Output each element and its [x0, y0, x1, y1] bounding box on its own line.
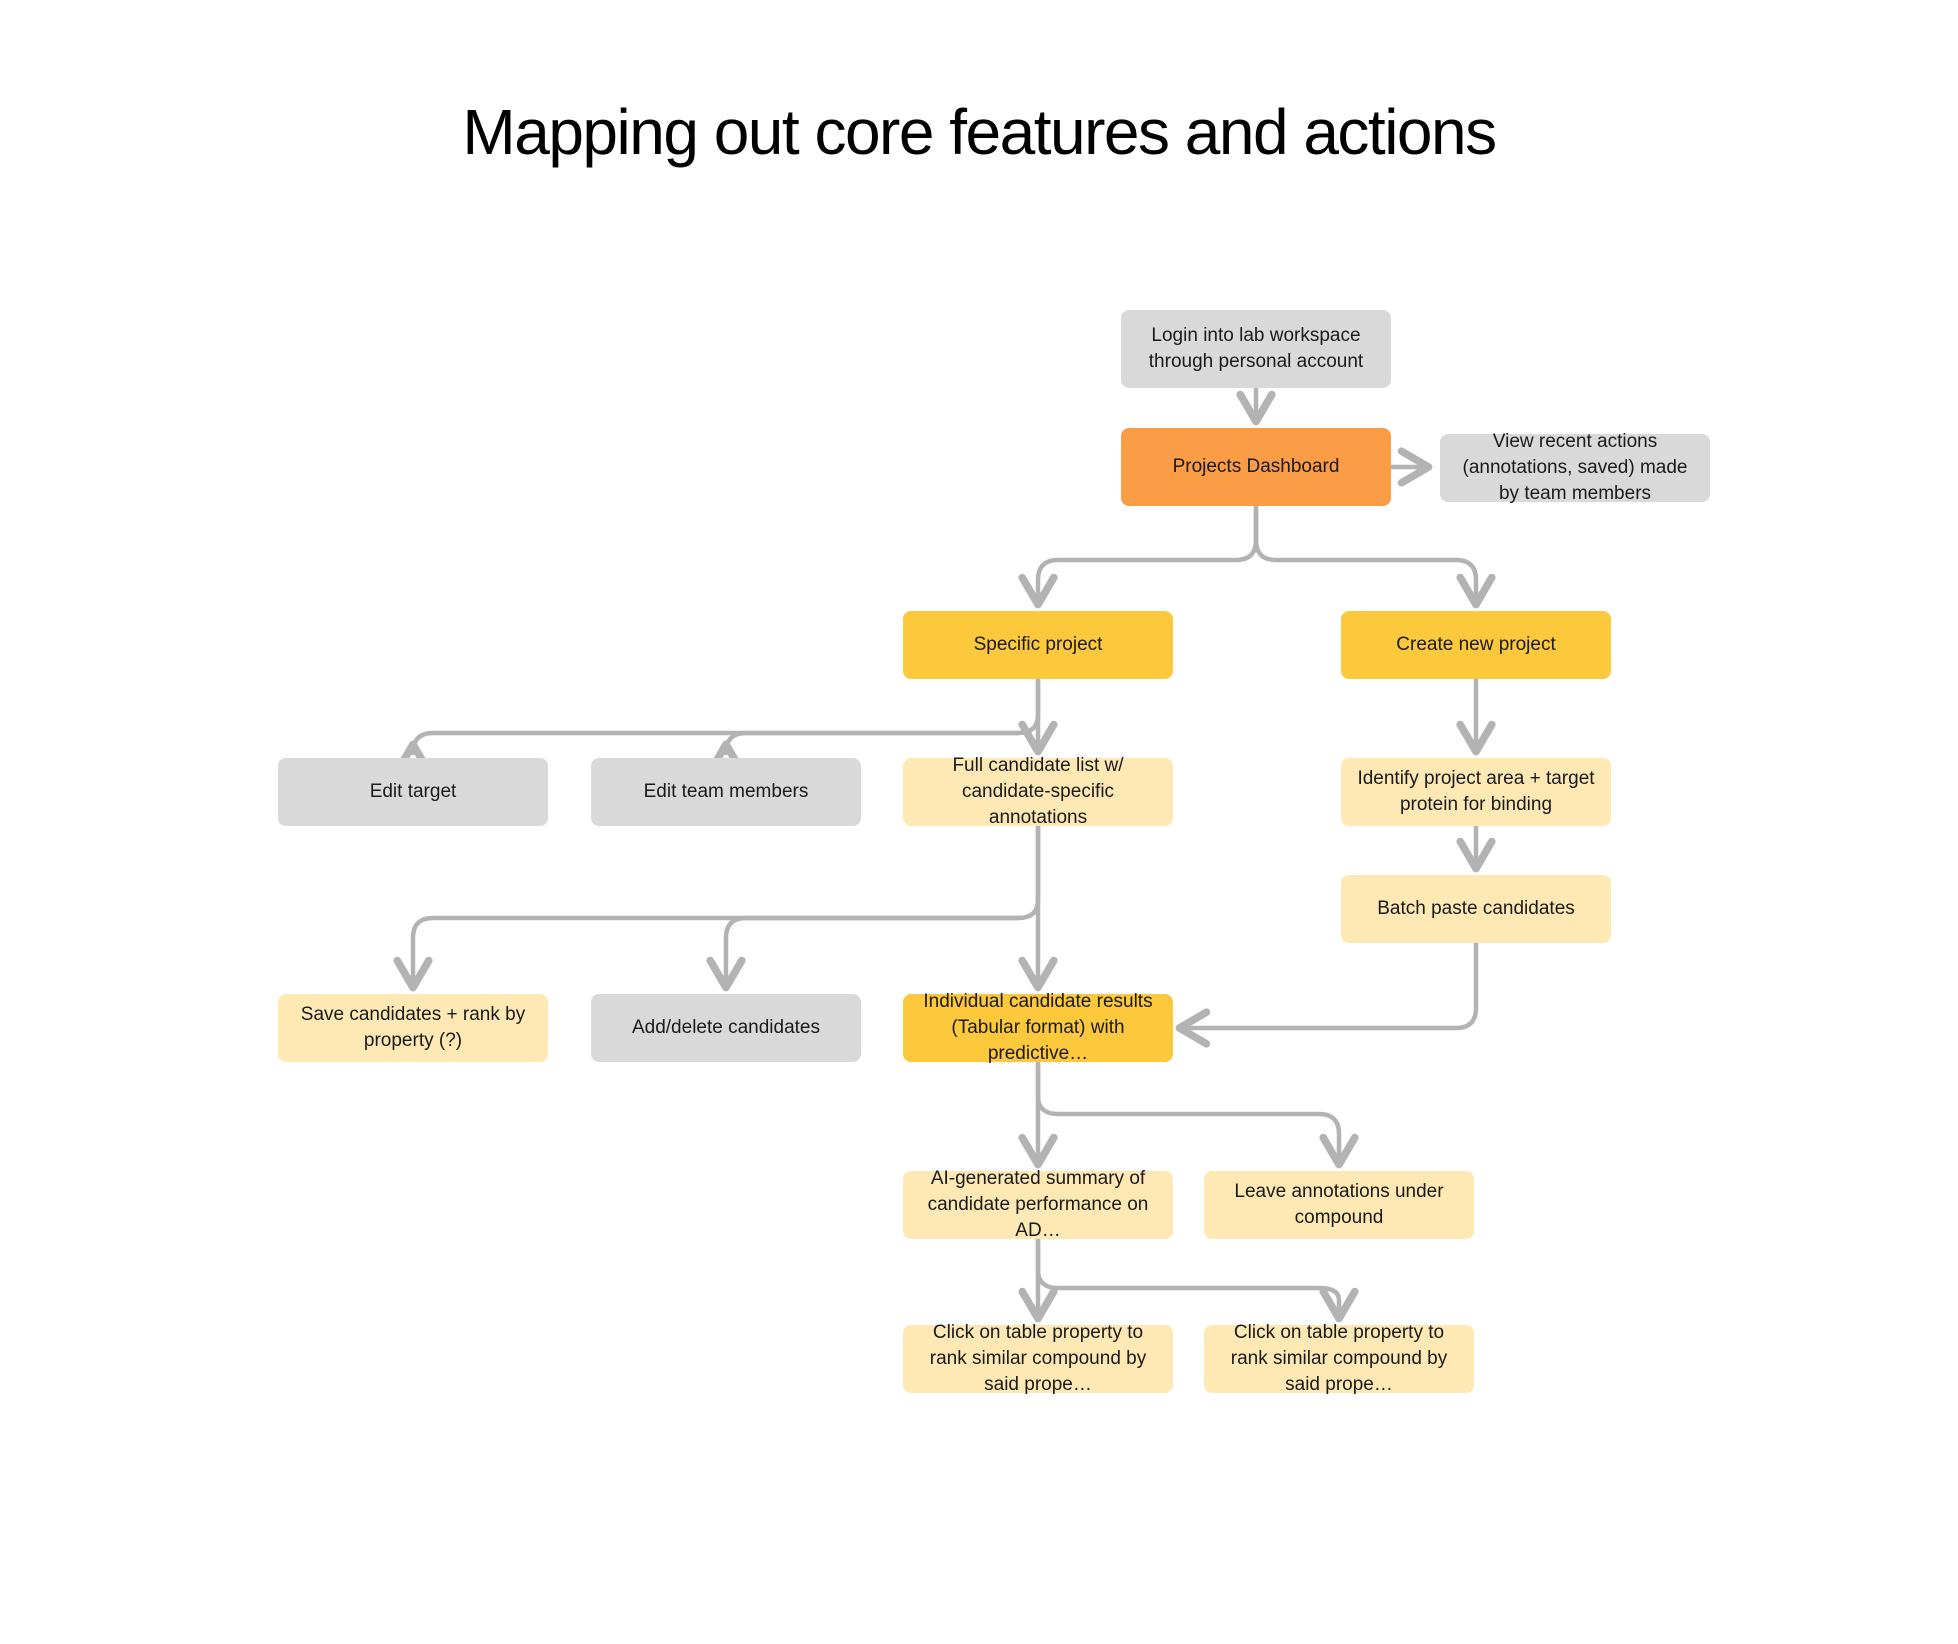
flow-node-leaveannot[interactable]: Leave annotations under compound — [1204, 1171, 1474, 1239]
flow-node-label: Leave annotations under compound — [1234, 1181, 1444, 1228]
flow-node-label: Click on table property to rank similar … — [1230, 1322, 1448, 1395]
flow-node-identify[interactable]: Identify project area + target protein f… — [1341, 758, 1611, 826]
flow-node-login[interactable]: Login into lab workspace through persona… — [1121, 310, 1391, 388]
edge-specific-to-edittarget — [393, 676, 1041, 776]
edge-specific-to-editteam — [706, 712, 1041, 776]
flow-node-specific[interactable]: Specific project — [903, 611, 1173, 679]
flow-node-createnew[interactable]: Create new project — [1341, 611, 1611, 679]
flow-node-ranksimilar2[interactable]: Click on table property to rank similar … — [1204, 1322, 1474, 1395]
edge-individual-to-leaveannot — [1035, 1059, 1359, 1169]
flow-node-edittarget[interactable]: Edit target — [278, 758, 548, 826]
flow-node-label: Edit team members — [643, 781, 809, 802]
flow-node-label: Projects Dashboard — [1172, 456, 1340, 477]
edge-batchpaste-to-individual — [1175, 940, 1479, 1048]
flow-node-fulllist[interactable]: Full candidate list w/ candidate-specifi… — [903, 755, 1173, 828]
edge-dashboard-to-createnew — [1253, 503, 1496, 609]
flow-node-label: Full candidate list w/ candidate-specifi… — [952, 755, 1124, 828]
flow-node-label: Add/delete candidates — [631, 1017, 821, 1038]
flow-node-savecand[interactable]: Save candidates + rank by property (?) — [278, 994, 548, 1062]
flow-node-aisummary[interactable]: AI-generated summary of candidate perfor… — [903, 1168, 1173, 1241]
flow-node-adddelete[interactable]: Add/delete candidates — [591, 994, 861, 1062]
flow-node-ranksimilar1[interactable]: Click on table property to rank similar … — [903, 1322, 1173, 1395]
flow-node-dashboard[interactable]: Projects Dashboard — [1121, 428, 1391, 506]
flow-node-label: Login into lab workspace through persona… — [1148, 325, 1364, 372]
flow-node-recent[interactable]: View recent actions (annotations, saved)… — [1440, 431, 1710, 504]
flow-node-label: Edit target — [369, 781, 457, 802]
flow-node-individual[interactable]: Individual candidate results (Tabular fo… — [903, 991, 1173, 1064]
flow-node-label: Create new project — [1396, 634, 1556, 655]
edge-aisummary-to-ranksimilar2 — [1035, 1236, 1359, 1323]
edge-fulllist-to-adddelete — [706, 897, 1041, 992]
flow-node-label: Click on table property to rank similar … — [929, 1322, 1147, 1395]
flow-node-batchpaste[interactable]: Batch paste candidates — [1341, 875, 1611, 943]
flow-node-label: Specific project — [973, 634, 1103, 655]
flow-node-label: AI-generated summary of candidate perfor… — [927, 1168, 1149, 1241]
flow-node-label: View recent actions (annotations, saved)… — [1462, 431, 1688, 504]
flow-node-label: Individual candidate results (Tabular fo… — [923, 991, 1153, 1064]
edge-fulllist-to-savecand — [393, 823, 1041, 992]
flow-node-label: Identify project area + target protein f… — [1357, 768, 1595, 815]
flow-node-label: Batch paste candidates — [1377, 898, 1575, 919]
flow-node-editteam[interactable]: Edit team members — [591, 758, 861, 826]
page-title: Mapping out core features and actions — [462, 96, 1497, 168]
flow-node-label: Save candidates + rank by property (?) — [300, 1004, 526, 1051]
edge-dashboard-to-specific — [1018, 503, 1259, 609]
